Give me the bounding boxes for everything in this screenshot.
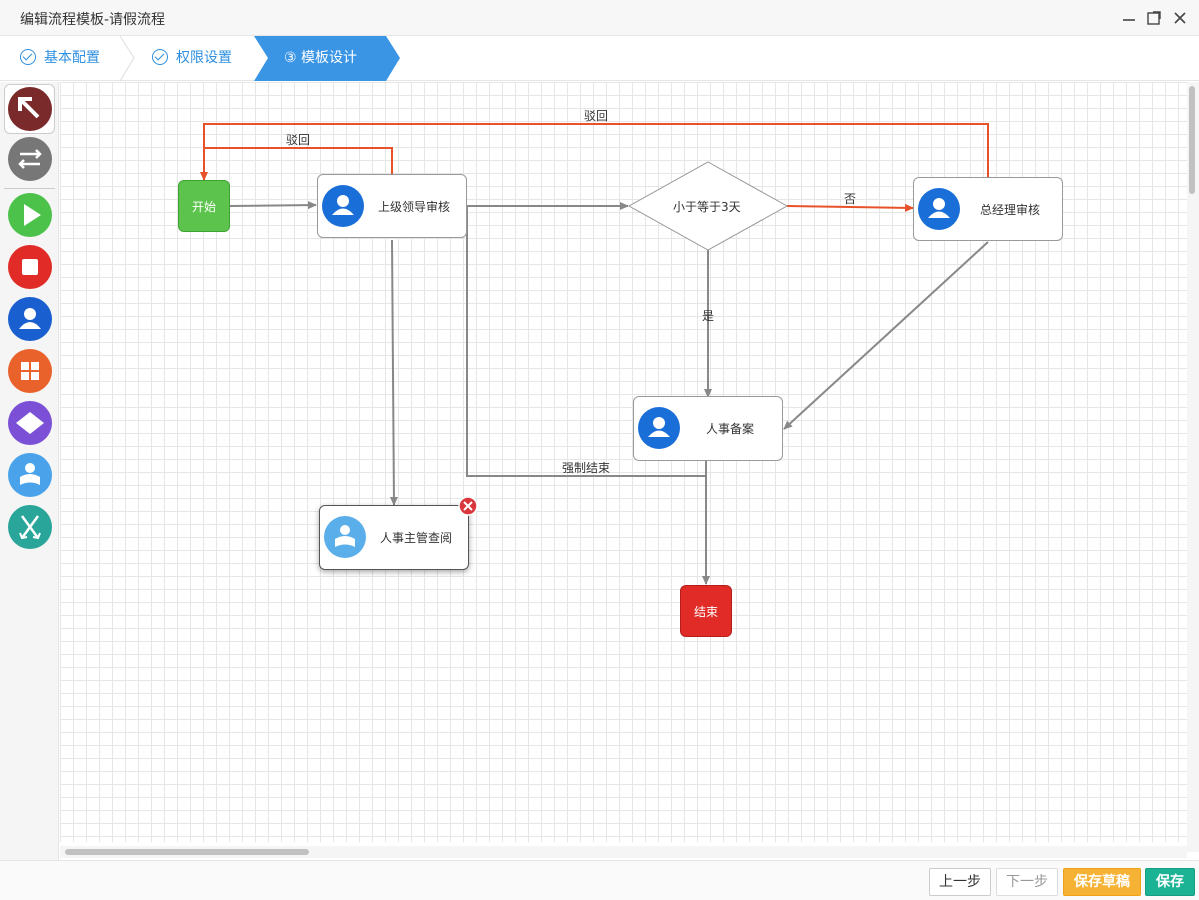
edge-label-yes: 是 <box>702 309 715 323</box>
cc-reader-icon[interactable] <box>8 453 52 497</box>
edge-label-no: 否 <box>844 192 857 206</box>
save-button[interactable]: 保存 <box>1145 868 1195 896</box>
step-basic-config[interactable]: 基本配置 <box>20 36 100 81</box>
user-icon <box>322 185 364 227</box>
user-icon <box>918 188 960 230</box>
node-gm-review[interactable]: 总经理审核 <box>913 177 1063 241</box>
maximize-icon[interactable] <box>1144 8 1164 28</box>
multi-icon[interactable] <box>8 349 52 393</box>
save-draft-button[interactable]: 保存草稿 <box>1063 868 1141 896</box>
flow-edges <box>200 123 989 585</box>
decision-icon[interactable] <box>8 401 52 445</box>
edge-leader-reject[interactable] <box>204 147 393 174</box>
node-hr-query[interactable]: 人事主管查阅 <box>319 505 469 570</box>
edge-label-reject: 驳回 <box>584 109 609 123</box>
edge-leader-hrquery[interactable] <box>389 239 398 506</box>
edge-force-end[interactable] <box>466 206 710 585</box>
start-node[interactable]: 开始 <box>178 180 230 232</box>
transition-icon[interactable] <box>8 137 52 181</box>
window-titlebar: 编辑流程模板-请假流程 <box>0 0 1199 36</box>
select-icon[interactable] <box>8 87 52 131</box>
end-icon[interactable] <box>8 245 52 289</box>
edge-start-leader[interactable] <box>229 201 317 210</box>
decision-label: 小于等于3天 <box>673 200 741 214</box>
node-label: 结束 <box>693 604 718 619</box>
scrollbar-thumb[interactable] <box>1189 86 1195 194</box>
horizontal-scrollbar[interactable] <box>60 846 1187 858</box>
node-label: 总经理审核 <box>979 202 1040 217</box>
node-hr-file[interactable]: 人事备案 <box>633 396 783 461</box>
close-icon[interactable] <box>1170 8 1190 28</box>
vertical-scrollbar[interactable] <box>1187 82 1199 852</box>
node-label: 人事备案 <box>705 422 754 436</box>
check-circle-icon <box>20 49 36 65</box>
edge-decision-gm[interactable] <box>786 203 914 212</box>
wizard-steps: 基本配置 权限设置 ③ 模板设计 <box>0 36 1199 81</box>
edge-label-force-end: 强制结束 <box>562 461 611 475</box>
minimize-icon[interactable] <box>1119 8 1139 28</box>
node-label: 上级领导审核 <box>377 199 450 214</box>
next-button[interactable]: 下一步 <box>996 868 1058 896</box>
cc-reader-icon <box>324 516 366 558</box>
prev-button[interactable]: 上一步 <box>929 868 991 896</box>
node-label: 人事主管查阅 <box>379 531 452 545</box>
user-icon <box>638 407 680 449</box>
node-label: 开始 <box>191 199 216 214</box>
decision-diamond[interactable] <box>627 161 789 251</box>
node-leader-review[interactable]: 上级领导审核 <box>317 174 467 238</box>
task-icon[interactable] <box>8 297 52 341</box>
check-circle-icon <box>152 49 168 65</box>
delete-node-icon[interactable] <box>458 496 478 516</box>
step-label: 权限设置 <box>176 50 232 66</box>
step-label: ③ 模板设计 <box>284 50 358 66</box>
edge-gm-hr[interactable] <box>783 241 989 430</box>
step-template-design[interactable]: ③ 模板设计 <box>284 36 357 81</box>
dialog-footer: 上一步 下一步 保存草稿 保存 <box>0 860 1199 900</box>
step-permission[interactable]: 权限设置 <box>152 36 232 81</box>
fork-icon[interactable] <box>8 505 52 549</box>
tool-divider <box>4 188 55 189</box>
start-icon[interactable] <box>8 193 52 237</box>
window-title: 编辑流程模板-请假流程 <box>20 12 166 28</box>
end-node[interactable]: 结束 <box>680 585 732 637</box>
tool-palette <box>0 82 59 860</box>
edge-label-reject: 驳回 <box>286 133 311 147</box>
edge-gm-reject[interactable] <box>200 123 989 181</box>
scrollbar-thumb[interactable] <box>65 849 309 855</box>
flow-canvas[interactable]: 驳回 驳回 否 是 强制结束 开始 上级领导审核 小于等于3天 总经理审核 人事… <box>60 82 1187 842</box>
step-label: 基本配置 <box>44 50 100 66</box>
